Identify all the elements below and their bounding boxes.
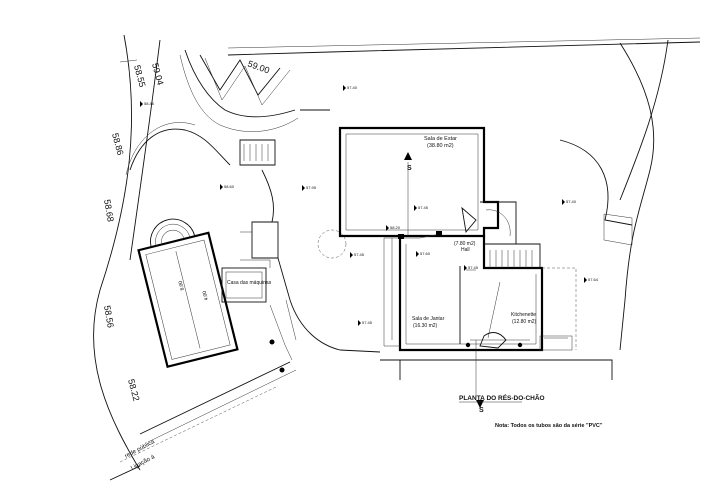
svg-text:57.95: 57.95: [306, 185, 317, 190]
svg-text:57.45: 57.45: [362, 320, 373, 325]
level-marker: 57.40: [562, 199, 577, 205]
level-marker: 57.60: [416, 251, 431, 257]
plan-title: PLANTA DO RÉS-DO-CHÃO: [459, 393, 545, 402]
room-sala-jantar-area: (16.30 m2): [413, 323, 438, 329]
section-mark-bottom: S: [479, 407, 484, 414]
svg-text:57.60: 57.60: [420, 251, 431, 256]
machine-room-label: Casa das máquinas: [227, 280, 272, 286]
section-mark-top: S: [407, 165, 412, 172]
entrance-structure: [125, 49, 299, 259]
street-connection: Ligação à rede pública: [109, 339, 297, 481]
street-label-1: Ligação à: [130, 454, 156, 472]
level-marker: 58.20: [386, 225, 401, 231]
level-marker: 57.45: [464, 265, 479, 271]
room-labels: Sala de Estar (38.80 m2) (7.80 m2) Hall …: [412, 136, 537, 329]
contour-5856: 58.56: [102, 305, 116, 329]
level-marker: 58.46: [140, 101, 155, 107]
terrace-walls: [269, 109, 381, 361]
contour-5886: 58.86: [110, 132, 125, 156]
svg-text:57.40: 57.40: [566, 199, 577, 204]
level-marker: 57.95: [302, 185, 317, 191]
svg-text:57.64: 57.64: [588, 277, 599, 282]
svg-text:58.60: 58.60: [224, 184, 235, 189]
pool-length-dim: 8.00: [178, 280, 186, 291]
house: [338, 126, 613, 380]
contour-5900: 59.00: [246, 58, 271, 75]
svg-text:57.45: 57.45: [354, 252, 365, 257]
level-marker: 57.45: [350, 252, 365, 258]
room-sala-jantar-name: Sala de Jantar: [412, 316, 445, 322]
machine-room: Casa das máquinas: [221, 259, 272, 303]
contour-5855: 58.55: [132, 64, 147, 88]
room-sala-estar-area: (38.80 m2): [427, 143, 454, 149]
room-hall-area: (7.80 m2): [454, 241, 476, 247]
room-kitchenette-area: (12.80 m2): [512, 319, 537, 325]
pool-width-dim: 4.00: [202, 290, 210, 301]
svg-text:57.45: 57.45: [418, 205, 429, 210]
level-marker: 58.60: [220, 184, 235, 190]
contour-5822: 58.22: [126, 378, 141, 402]
pipe-runs: [383, 162, 530, 398]
svg-text:58.46: 58.46: [144, 101, 155, 106]
level-marker: 57.64: [584, 277, 599, 283]
svg-text:58.20: 58.20: [390, 225, 401, 230]
pipe-note: Nota: Todos os tubos são da série "PVC": [495, 423, 603, 429]
contour-5868: 58.68: [102, 199, 116, 223]
level-marker: 57.45: [358, 320, 373, 326]
swimming-pool: 8.00 4.00: [137, 218, 239, 369]
contour-5904: 59.04: [150, 62, 165, 86]
svg-text:57.45: 57.45: [468, 265, 479, 270]
room-sala-estar-name: Sala de Estar: [424, 136, 457, 142]
level-marker: 57.45: [414, 205, 429, 211]
section-marks: S S: [404, 152, 484, 414]
svg-text:57.40: 57.40: [347, 85, 358, 90]
spot-levels: 57.40 58.46 58.60 57.95 57.45 57.45 57.4…: [140, 85, 599, 326]
room-hall-name: Hall: [461, 247, 470, 253]
room-kitchenette-name: Kitchenette: [511, 312, 536, 318]
level-marker: 57.40: [343, 85, 358, 91]
site-boundary: [93, 34, 701, 471]
